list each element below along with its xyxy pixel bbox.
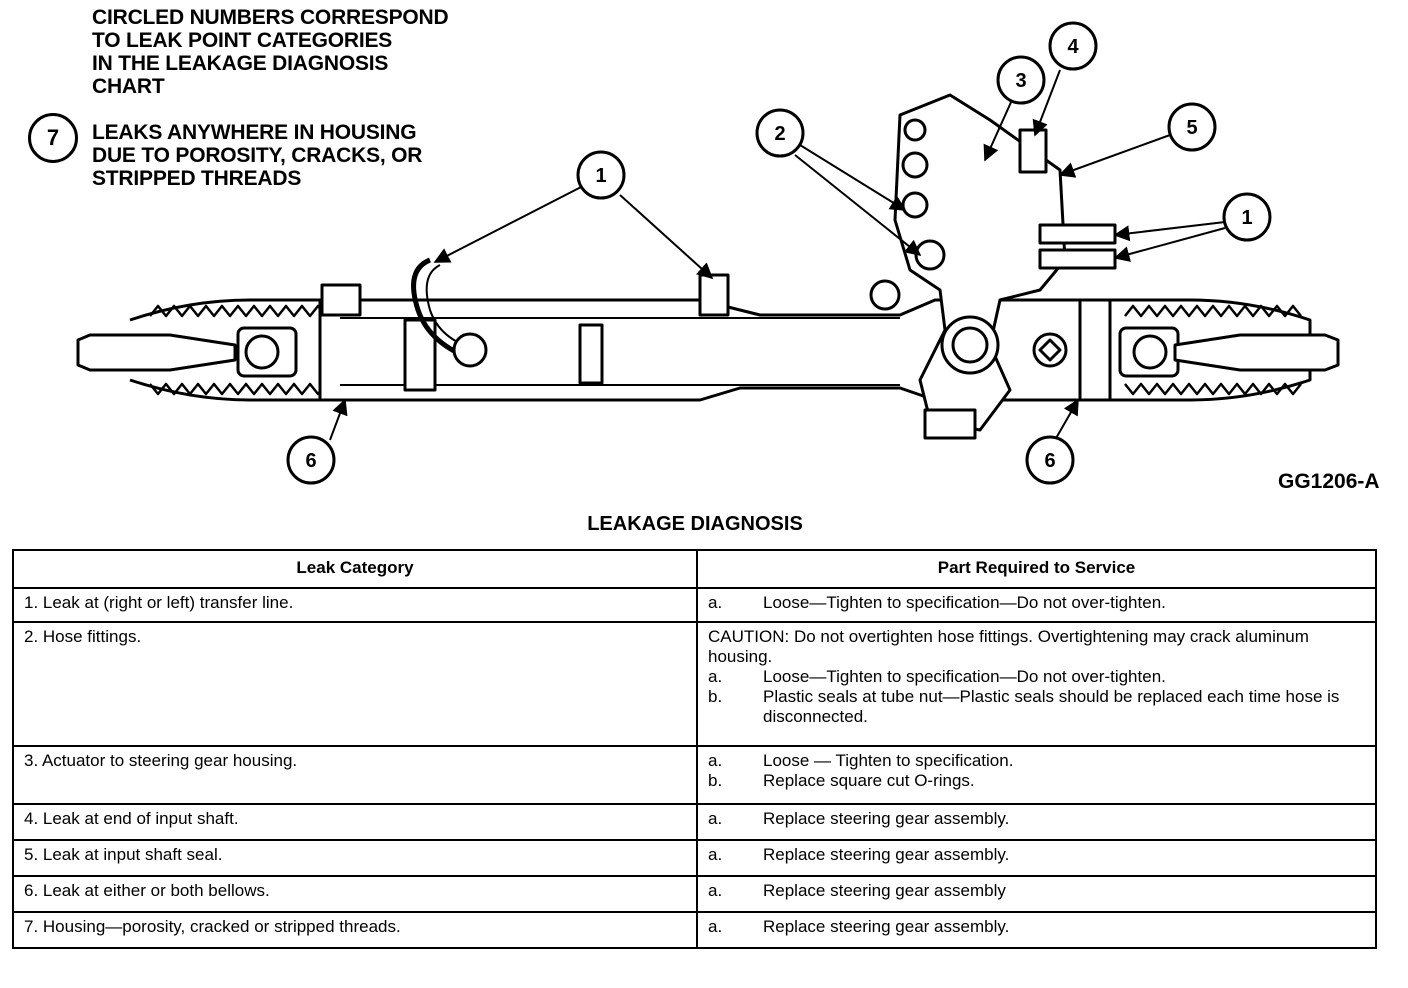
callout-6-left: 6 — [305, 450, 316, 472]
legend-line: CIRCLED NUMBERS CORRESPOND — [92, 6, 449, 29]
figure-id: GG1206-A — [1278, 470, 1380, 493]
leak-category-cell: 7. Housing—porosity, cracked or stripped… — [12, 911, 698, 949]
table-row: 4. Leak at end of input shaft. a. Replace… — [12, 803, 1377, 841]
service-cell: a. Replace steering gear assembly — [696, 875, 1377, 913]
callout-1-right: 1 — [1241, 207, 1252, 229]
item-text: Loose—Tighten to specification—Do not ov… — [763, 667, 1166, 686]
item-letter: a. — [708, 881, 723, 900]
table-row: 6. Leak at either or both bellows. a. Rep… — [12, 875, 1377, 913]
leak-category-cell: 4. Leak at end of input shaft. — [12, 803, 698, 841]
header-leak-category: Leak Category — [12, 549, 698, 589]
legend-line: TO LEAK POINT CATEGORIES — [92, 29, 393, 52]
item-text: Replace steering gear assembly — [763, 881, 1006, 900]
leak-category-cell: 2. Hose fittings. — [12, 621, 698, 747]
callout-3: 3 — [1015, 70, 1026, 92]
item-letter: a. — [708, 845, 723, 864]
table-row: 1. Leak at (right or left) transfer line… — [12, 587, 1377, 623]
legend-note: CIRCLED NUMBERS CORRESPOND TO LEAK POINT… — [92, 6, 449, 98]
item-letter: b. — [708, 687, 723, 706]
table-title: LEAKAGE DIAGNOSIS — [587, 513, 803, 535]
legend-line: CHART — [92, 75, 165, 98]
service-cell: CAUTION: Do not overtighten hose fitting… — [696, 621, 1377, 747]
leak-category-cell: 6. Leak at either or both bellows. — [12, 875, 698, 913]
table-row: 5. Leak at input shaft seal. a. Replace s… — [12, 839, 1377, 877]
service-cell: a. Loose—Tighten to specification—Do not … — [696, 587, 1377, 623]
item-text: Plastic seals at tube nut—Plastic seals … — [763, 687, 1340, 726]
callout-1-left: 1 — [595, 165, 606, 187]
service-cell: a. Replace steering gear assembly. — [696, 911, 1377, 949]
table-row: 3. Actuator to steering gear housing. a.… — [12, 745, 1377, 805]
item-letter: b. — [708, 771, 723, 790]
item-letter: a. — [708, 917, 723, 936]
leak-category-cell: 5. Leak at input shaft seal. — [12, 839, 698, 877]
service-cell: a. Loose — Tighten to specification. b. Re… — [696, 745, 1377, 805]
table-row: 2. Hose fittings. CAUTION: Do not overti… — [12, 621, 1377, 747]
item-letter: a. — [708, 751, 723, 770]
item-text: Replace square cut O-rings. — [763, 771, 975, 790]
item-text: Replace steering gear assembly. — [763, 809, 1010, 828]
leak-category-cell: 3. Actuator to steering gear housing. — [12, 745, 698, 805]
leak-category-cell: 1. Leak at (right or left) transfer line… — [12, 587, 698, 623]
item-text: Replace steering gear assembly. — [763, 917, 1010, 936]
legend7-line: DUE TO POROSITY, CRACKS, OR — [92, 144, 423, 167]
steering-gear-diagram: 1 2 3 4 5 1 6 6 — [76, 21, 1340, 485]
right-tie-rod — [1173, 333, 1340, 372]
left-tie-rod — [76, 333, 237, 372]
legend-line: IN THE LEAKAGE DIAGNOSIS — [92, 52, 389, 75]
item-letter: a. — [708, 593, 723, 612]
header-part-required: Part Required to Service — [696, 549, 1377, 589]
service-cell: a. Replace steering gear assembly. — [696, 839, 1377, 877]
leakage-diagnosis-table: Leak Category Part Required to Service 1… — [12, 549, 1377, 949]
callout-2: 2 — [774, 123, 785, 145]
legend7-line: LEAKS ANYWHERE IN HOUSING — [92, 121, 417, 144]
table-row: 7. Housing—porosity, cracked or stripped… — [12, 911, 1377, 949]
callout-4: 4 — [1067, 36, 1079, 58]
item-text: Loose — Tighten to specification. — [763, 751, 1014, 770]
legend-item-7: LEAKS ANYWHERE IN HOUSING DUE TO POROSIT… — [92, 121, 422, 190]
item-letter: a. — [708, 667, 723, 686]
caution-text: CAUTION: Do not overtighten hose fitting… — [708, 627, 1309, 666]
callout-5: 5 — [1186, 117, 1197, 139]
item-letter: a. — [708, 809, 723, 828]
legend7-line: STRIPPED THREADS — [92, 167, 302, 190]
callout-7-circle: 7 — [28, 113, 78, 163]
service-cell: a. Replace steering gear assembly. — [696, 803, 1377, 841]
callout-6-right: 6 — [1044, 450, 1055, 472]
item-text: Replace steering gear assembly. — [763, 845, 1010, 864]
item-text: Loose—Tighten to specification—Do not ov… — [763, 593, 1166, 612]
table-header-row: Leak Category Part Required to Service — [12, 549, 1377, 589]
